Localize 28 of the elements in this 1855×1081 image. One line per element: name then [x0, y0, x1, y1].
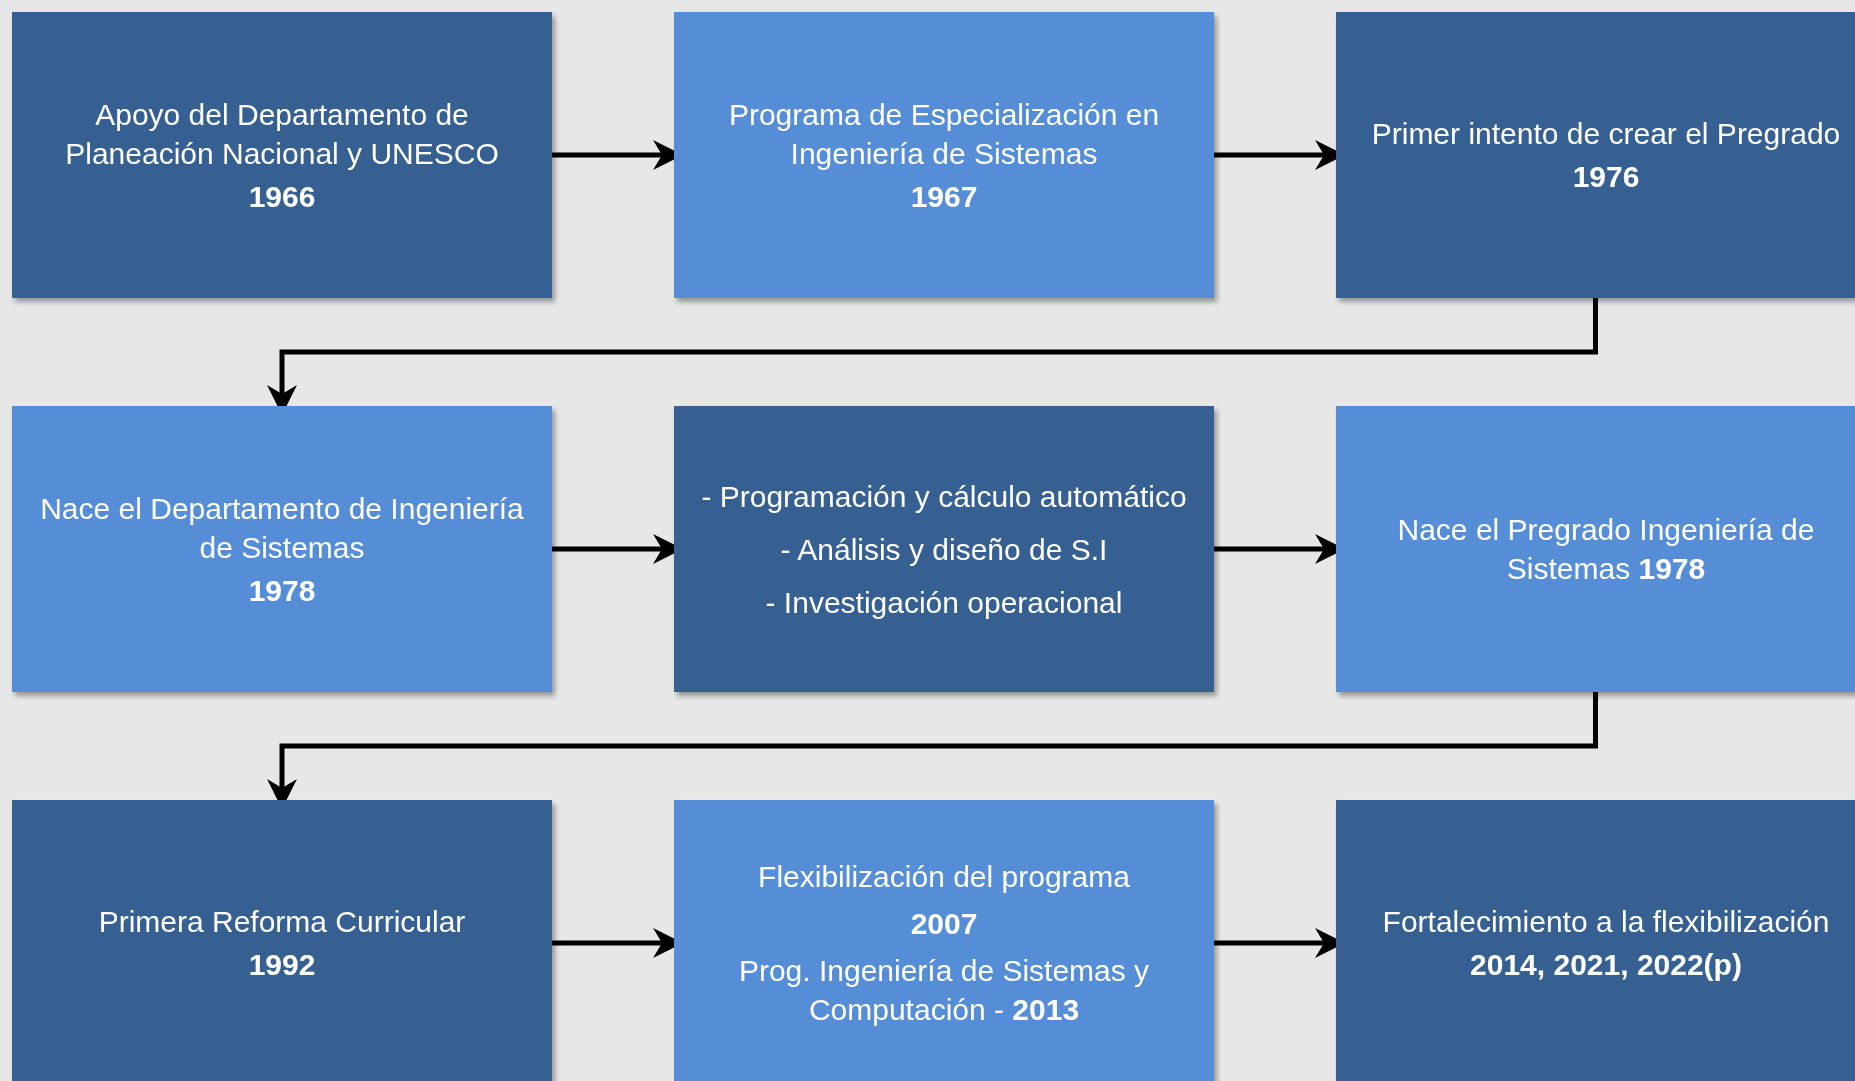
process-box [674, 12, 1214, 298]
process-box [12, 406, 552, 692]
process-box [1336, 406, 1855, 692]
box-text: 1976 [1572, 159, 1640, 195]
process-box [1336, 800, 1855, 1081]
box-text: - Análisis y diseño de S.I [780, 531, 1108, 568]
process-box [12, 800, 552, 1081]
box-text: Nace el Pregrado Ingeniería de Sistemas 1978 [1396, 512, 1816, 587]
process-box [674, 406, 1214, 692]
box-text: 1967 [910, 178, 978, 215]
box-text: - Investigación operacional [765, 584, 1123, 621]
box-text: 1966 [248, 178, 316, 215]
box-text: Primera Reforma Curricular [98, 904, 466, 940]
box-text: 2014, 2021, 2022(p) [1470, 947, 1742, 983]
box-text: 1992 [248, 947, 316, 983]
box-text: Fortalecimiento a la flexibilización [1382, 904, 1830, 940]
box-text: Prog. Ingeniería de Sistemas y Computación - 2013 [737, 953, 1151, 1028]
process-box [674, 800, 1214, 1081]
box-text: Programa de Especialización en Ingeniería de Sistemas [727, 96, 1161, 172]
box-text: Nace el Departamento de Ingeniería de Sistemas [39, 490, 525, 566]
box-text: Primer intento de crear el Pregrado [1371, 116, 1841, 152]
process-box [12, 12, 552, 298]
box-text: 1978 [248, 572, 316, 609]
box-text: Apoyo del Departamento de Planeación Nacional y UNESCO [64, 96, 500, 172]
box-text: Flexibilización del programa [758, 859, 1130, 895]
box-text: 2007 [910, 906, 978, 942]
box-text: - Programación y cálculo automático [701, 478, 1187, 515]
process-box [1336, 12, 1855, 298]
